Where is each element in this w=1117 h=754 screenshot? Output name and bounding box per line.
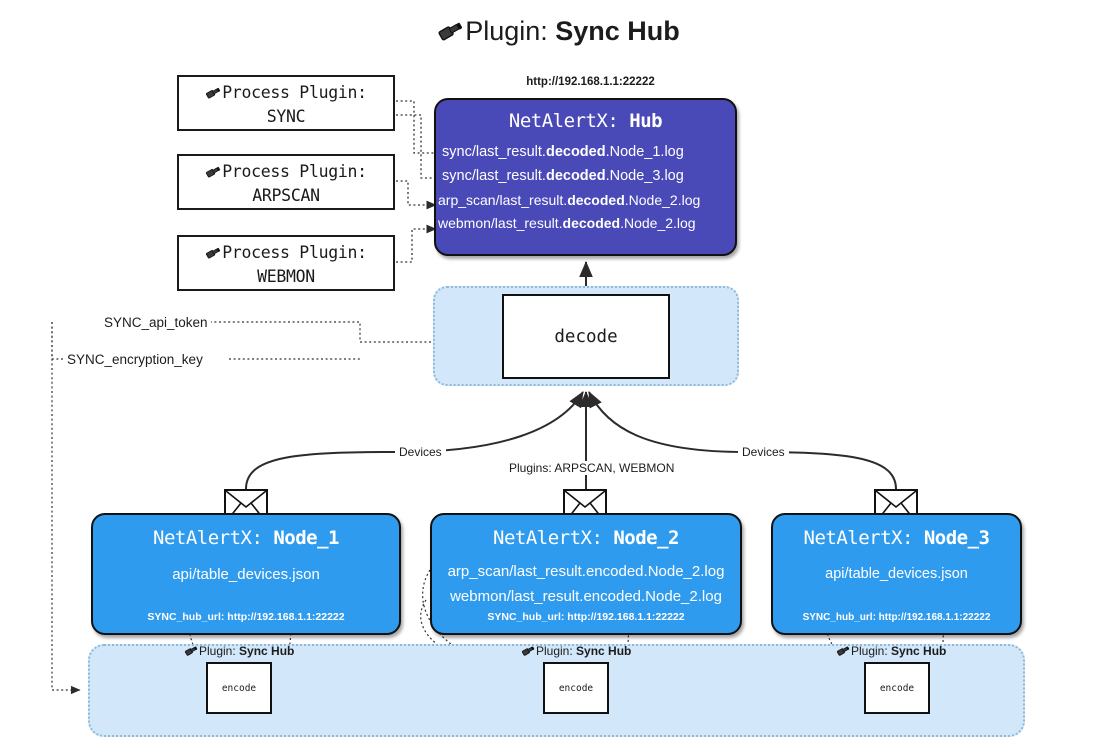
hub-log-line: arp_scan/last_result.decoded.Node_2.log [438, 191, 701, 208]
hub-title-prefix: NetAlertX: [508, 110, 630, 132]
process-plugin-arpscan-line2: ARPSCAN [252, 185, 320, 205]
node-1-line: api/table_devices.json [172, 566, 320, 583]
process-plugin-box-webmon[interactable]: Process Plugin: WEBMON [177, 235, 395, 291]
plug-icon [206, 166, 221, 178]
node-2-footer: SYNC_hub_url: http://192.168.1.1:22222 [487, 611, 685, 623]
process-plugin-box-arpscan[interactable]: Process Plugin: ARPSCAN [177, 154, 395, 210]
edge-label-devices-left: Devices [395, 445, 446, 459]
node-3-footer: SYNC_hub_url: http://192.168.1.1:22222 [802, 612, 991, 623]
node-1-footer: SYNC_hub_url: http://192.168.1.1:22222 [147, 611, 345, 623]
title-prefix: Plugin: [465, 16, 556, 46]
process-plugin-sync-line2: SYNC [266, 106, 306, 126]
encode-box-3[interactable]: encode [864, 662, 930, 714]
plug-icon [184, 646, 198, 656]
hub-box[interactable]: NetAlertX: Hub sync/last_result.decoded.… [434, 98, 737, 256]
edge-label-plugins: Plugins: ARPSCAN, WEBMON [505, 461, 679, 475]
label: Process Plugin: [222, 83, 367, 102]
plugin-tag-1: Plugin: Sync Hub [184, 644, 294, 658]
node-box-node-1[interactable]: NetAlertX: Node_1 api/table_devices.json… [91, 513, 401, 635]
hub-log-line: webmon/last_result.decoded.Node_2.log [438, 215, 696, 232]
node-1-title: NetAlertX: Node_1 [153, 527, 339, 549]
process-plugin-box-sync[interactable]: Process Plugin: SYNC [177, 75, 395, 131]
plugin-tag-2: Plugin: Sync Hub [521, 644, 631, 658]
node-box-node-2[interactable]: NetAlertX: Node_2 arp_scan/last_result.e… [430, 513, 742, 635]
process-plugin-sync-line1: Process Plugin: [179, 81, 393, 105]
node-2-line: webmon/last_result.encoded.Node_2.log [450, 588, 722, 605]
plug-icon [437, 18, 465, 50]
hub-title: NetAlertX: Hub [436, 110, 735, 132]
label: Process Plugin: [222, 162, 367, 181]
env-label-api-token: SYNC_api_token [101, 315, 211, 330]
plug-icon [521, 646, 535, 656]
plug-icon [836, 646, 850, 656]
plugin-tag-3: Plugin: Sync Hub [836, 644, 946, 658]
hub-title-name: Hub [629, 110, 663, 132]
encode-box-1[interactable]: encode [206, 662, 272, 714]
env-label-encryption-key: SYNC_encryption_key [64, 352, 206, 367]
node-2-title: NetAlertX: Node_2 [493, 527, 679, 549]
plug-icon [206, 247, 221, 259]
edge-label-devices-right: Devices [738, 445, 789, 459]
node-box-node-3[interactable]: NetAlertX: Node_3 api/table_devices.json… [771, 513, 1022, 635]
process-plugin-webmon-line1: Process Plugin: [179, 241, 393, 265]
title-name: Sync Hub [555, 16, 680, 46]
hub-url-label: http://192.168.1.1:22222 [526, 76, 655, 88]
decode-box[interactable]: decode [502, 294, 670, 379]
hub-log-line: sync/last_result.decoded.Node_3.log [442, 168, 684, 185]
plug-icon [206, 87, 221, 99]
encode-box-2[interactable]: encode [543, 662, 609, 714]
process-plugin-webmon-line2: WEBMON [257, 266, 315, 286]
page-title: Plugin: Sync Hub [0, 16, 1117, 50]
label: Process Plugin: [222, 243, 367, 262]
node-2-line: arp_scan/last_result.encoded.Node_2.log [447, 563, 725, 580]
node-3-title: NetAlertX: Node_3 [803, 527, 990, 549]
process-plugin-arpscan-line1: Process Plugin: [179, 160, 393, 184]
hub-log-line: sync/last_result.decoded.Node_1.log [442, 144, 684, 160]
node-3-line: api/table_devices.json [825, 566, 968, 582]
